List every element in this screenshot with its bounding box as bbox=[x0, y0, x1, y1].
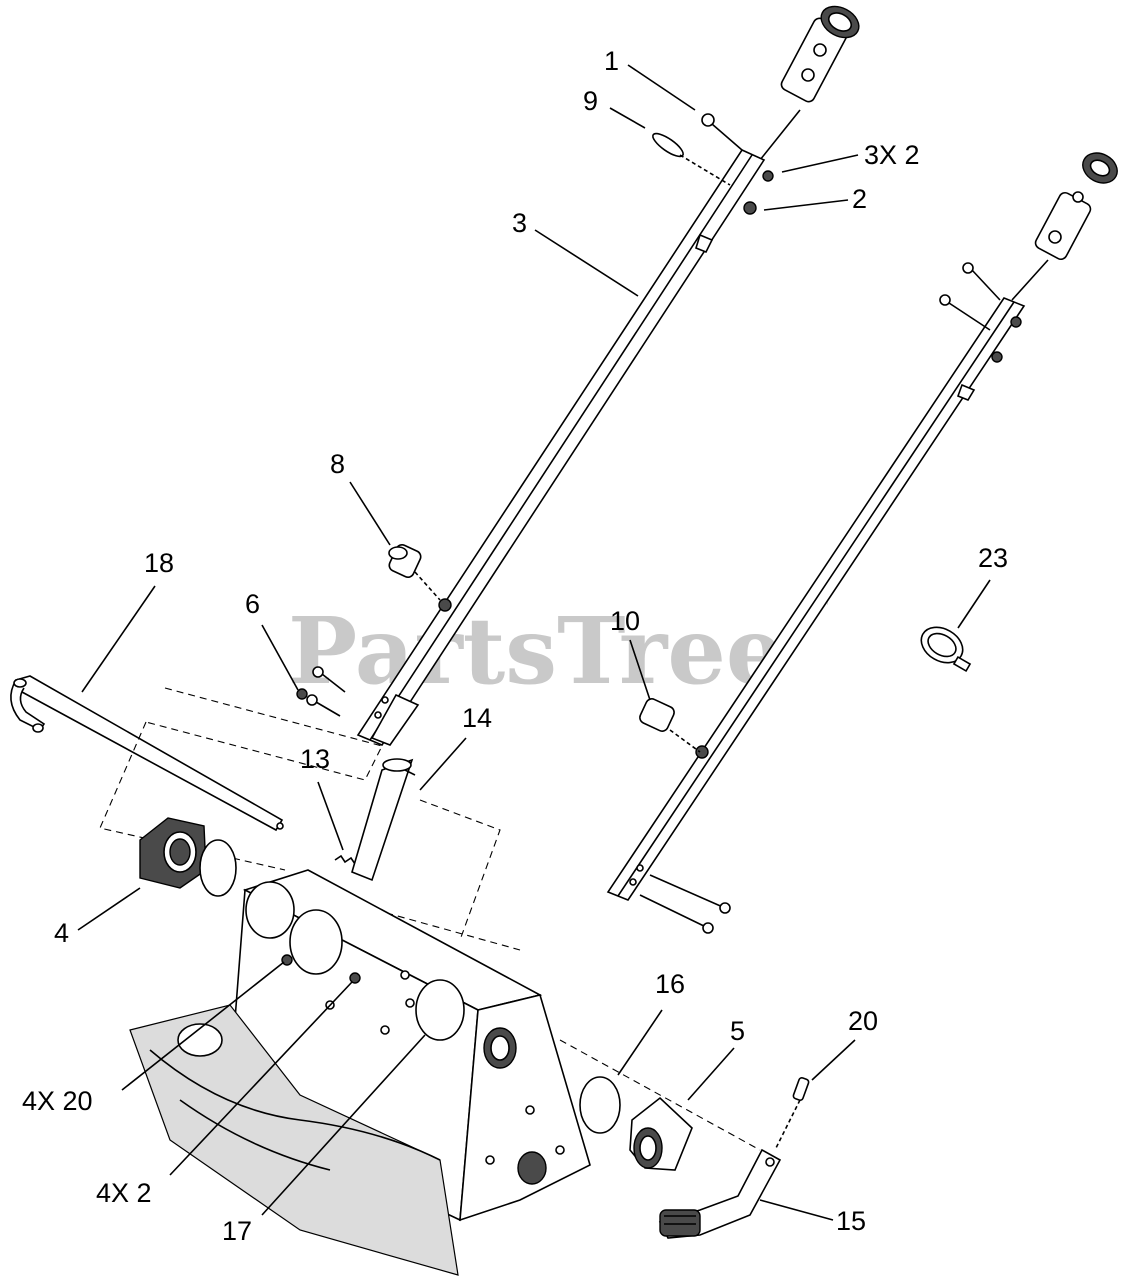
callout-14: 14 bbox=[462, 703, 492, 733]
callout-4: 4 bbox=[54, 918, 69, 948]
leader-4 bbox=[77, 887, 141, 931]
leader-13 bbox=[317, 781, 344, 851]
callout-18: 18 bbox=[144, 548, 174, 578]
leader-3 bbox=[534, 229, 639, 297]
callout-20: 20 bbox=[848, 1006, 878, 1036]
leader-16 bbox=[617, 1009, 663, 1076]
pedal-15 bbox=[658, 1148, 782, 1239]
leader-2 bbox=[763, 199, 849, 211]
callout-17: 17 bbox=[222, 1216, 252, 1246]
callout-15: 15 bbox=[836, 1206, 866, 1236]
watermark-text: PartsTree bbox=[288, 597, 784, 705]
rod-18 bbox=[10, 675, 284, 832]
callout-1: 1 bbox=[604, 46, 619, 76]
bolts-6 bbox=[296, 666, 346, 717]
pin-9 bbox=[652, 132, 731, 186]
callout-16: 16 bbox=[655, 969, 685, 999]
leader-6 bbox=[261, 624, 299, 691]
callout-2: 2 bbox=[852, 184, 867, 214]
leader-23 bbox=[957, 579, 991, 629]
callout-3x2: 3X 2 bbox=[864, 140, 920, 170]
bolt-1 bbox=[701, 113, 743, 151]
nut-3x2 bbox=[762, 170, 774, 182]
flange-4 bbox=[139, 817, 207, 889]
callout-6: 6 bbox=[245, 589, 260, 619]
leader-1 bbox=[627, 64, 696, 111]
leader-17 bbox=[261, 1034, 426, 1216]
callout-13: 13 bbox=[300, 744, 330, 774]
right-handle-grip bbox=[1034, 152, 1118, 261]
leader-9 bbox=[609, 107, 646, 129]
knob-8 bbox=[388, 543, 441, 601]
leader-8 bbox=[349, 481, 391, 546]
ring-left bbox=[199, 839, 237, 897]
callout-8: 8 bbox=[330, 449, 345, 479]
left-handle-assembly bbox=[296, 5, 860, 746]
plug-17-a bbox=[289, 909, 343, 975]
leader-14 bbox=[419, 737, 467, 791]
frame-housing bbox=[129, 869, 591, 1276]
lever-14 bbox=[351, 758, 416, 882]
callout-23: 23 bbox=[978, 543, 1008, 573]
leader-18 bbox=[81, 585, 156, 693]
leader-4x2 bbox=[169, 981, 353, 1176]
leader-4x20 bbox=[121, 961, 285, 1091]
leader-10 bbox=[629, 639, 651, 701]
pin-20 bbox=[775, 1076, 810, 1149]
nut-2 bbox=[743, 201, 757, 215]
callout-labels: 1 9 3X 2 2 3 8 23 18 6 10 14 13 4 16 5 2… bbox=[22, 46, 1008, 1246]
callout-10: 10 bbox=[610, 606, 640, 636]
leader-20 bbox=[811, 1039, 856, 1081]
callout-4x2: 4X 2 bbox=[96, 1178, 152, 1208]
callout-4x20: 4X 20 bbox=[22, 1086, 93, 1116]
callout-5: 5 bbox=[730, 1016, 745, 1046]
leader-5 bbox=[687, 1047, 735, 1101]
clamp-23 bbox=[920, 626, 972, 673]
leader-15 bbox=[759, 1199, 834, 1221]
knob-10 bbox=[639, 698, 701, 753]
plug-17-b bbox=[415, 979, 465, 1041]
right-handle-assembly bbox=[606, 152, 1118, 934]
callout-9: 9 bbox=[583, 86, 598, 116]
ring-16 bbox=[579, 1076, 621, 1134]
leader-3x2 bbox=[781, 154, 859, 173]
callout-3: 3 bbox=[512, 208, 527, 238]
left-handle-grip bbox=[780, 5, 860, 103]
flange-5 bbox=[629, 1096, 693, 1171]
leader-lines bbox=[77, 64, 991, 1221]
